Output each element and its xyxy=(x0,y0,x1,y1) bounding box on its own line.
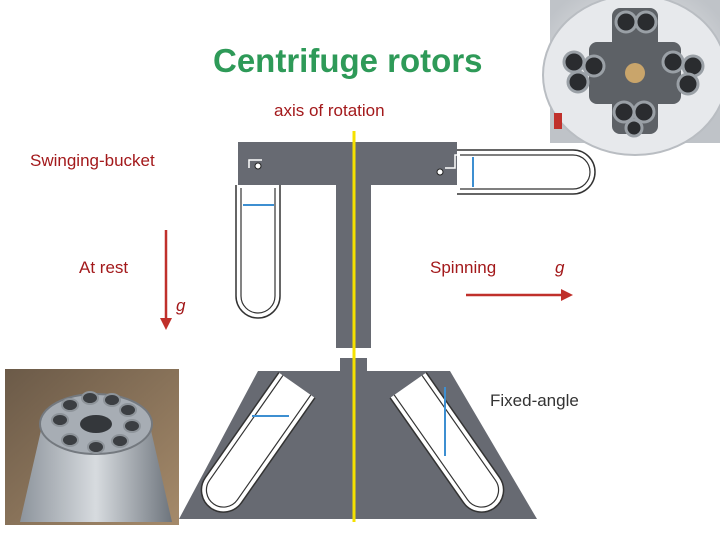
bucket-spinning xyxy=(457,149,596,195)
fixed-angle-rotor xyxy=(179,358,537,519)
fixed-angle-tube-right xyxy=(389,372,505,513)
g-rest-label: g xyxy=(176,296,186,315)
g-spinning-label: g xyxy=(555,258,565,277)
fixed-angle-tube-left xyxy=(200,372,316,513)
swinging-bucket-rotor xyxy=(238,142,470,348)
fixed-angle-rotor-photo xyxy=(5,369,179,525)
gravity-arrow-right xyxy=(466,289,573,301)
at-rest-label: At rest xyxy=(79,258,129,277)
fixed-angle-label: Fixed-angle xyxy=(490,391,579,410)
spinning-label: Spinning xyxy=(430,258,497,277)
swinging-bucket-label: Swinging-bucket xyxy=(30,151,155,170)
page-title: Centrifuge rotors xyxy=(213,42,483,79)
bucket-at-rest xyxy=(235,185,281,319)
swinging-bucket-rotor-photo xyxy=(542,0,720,156)
gravity-arrow-down xyxy=(160,230,172,330)
axis-of-rotation-label: axis of rotation xyxy=(274,101,385,120)
